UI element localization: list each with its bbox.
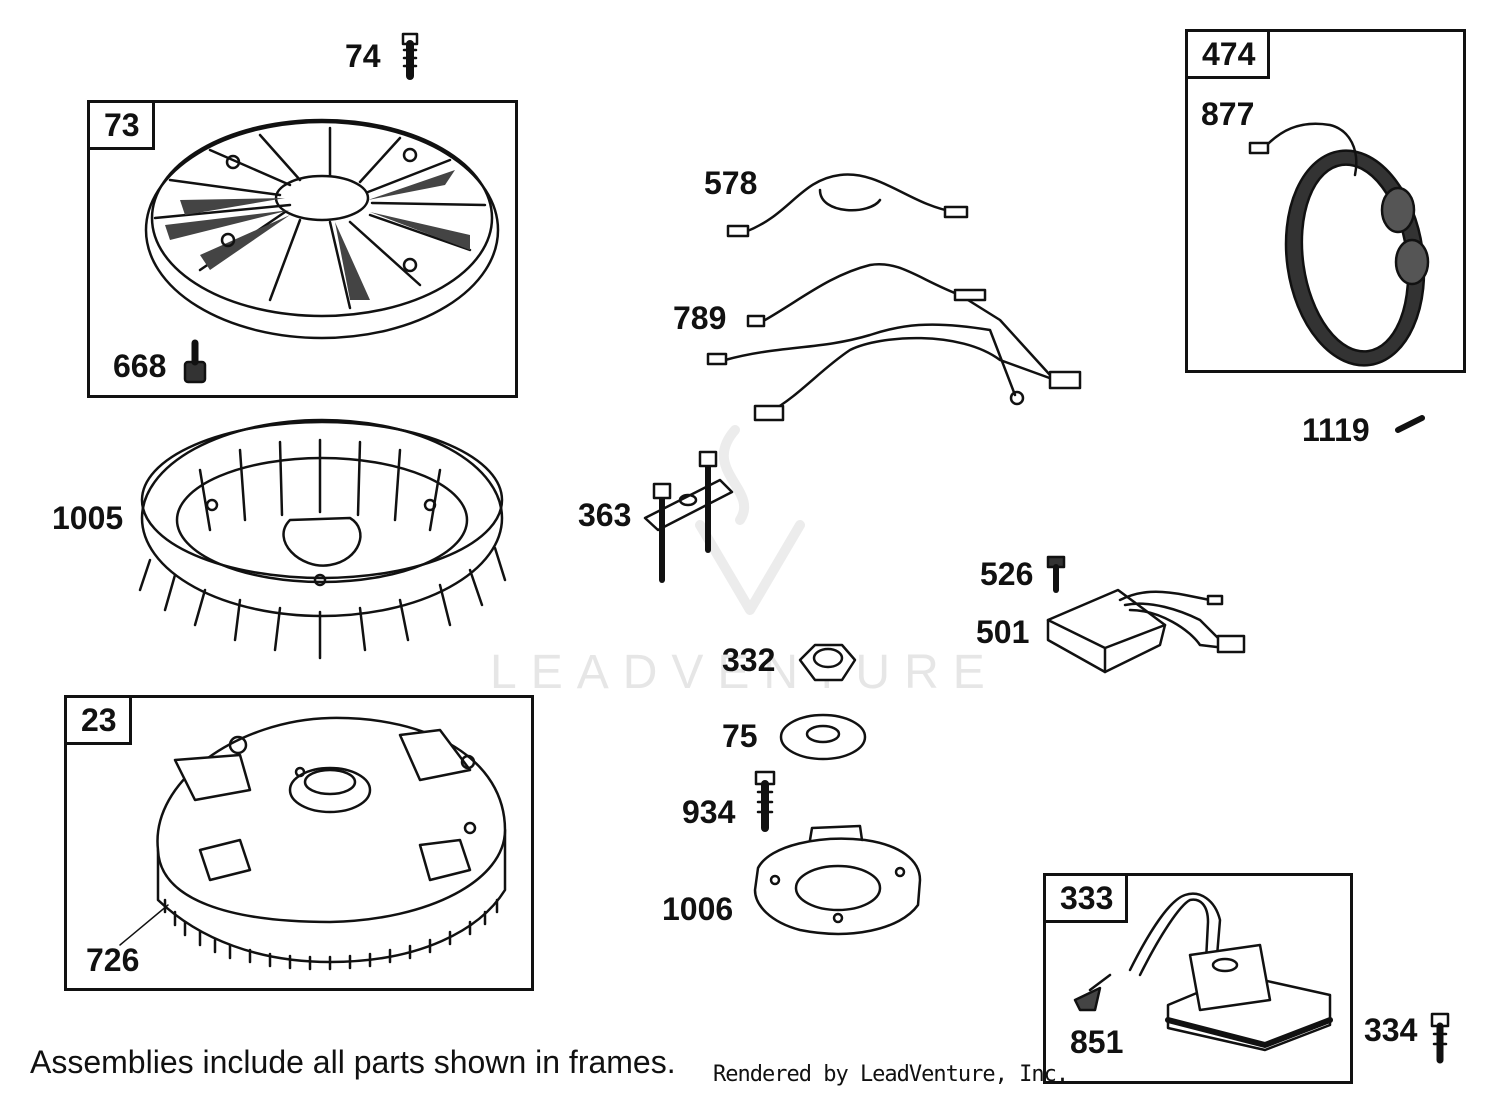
- part-label-75: 75: [722, 718, 758, 754]
- part-label-851: 851: [1070, 1024, 1124, 1060]
- watermark-text: LEADVENTURE: [490, 646, 999, 699]
- nut-332-icon: [798, 643, 857, 682]
- assembly-frame-474: 474: [1185, 29, 1466, 373]
- assembly-frame-73: 73: [87, 100, 518, 398]
- screw-526-icon: [1046, 555, 1066, 593]
- part-label-668: 668: [113, 348, 167, 384]
- flywheel-icon: [119, 716, 507, 971]
- voltage-regulator-icon: [1046, 588, 1246, 674]
- part-label-877: 877: [1201, 96, 1255, 132]
- bolt-74-icon: [401, 32, 419, 80]
- screw-1119-icon: [1395, 415, 1425, 433]
- part-label-332: 332: [722, 642, 776, 678]
- wire-harness-789-icon: [706, 262, 1082, 422]
- part-label-363: 363: [578, 497, 632, 533]
- bolt-934-icon: [754, 770, 776, 832]
- stator-ring-icon: [1248, 122, 1430, 367]
- assembly-tag-23: 23: [64, 695, 132, 745]
- bracket-363-icon: [643, 450, 734, 583]
- assembly-footnote: Assemblies include all parts shown in fr…: [30, 1044, 676, 1080]
- part-label-1006: 1006: [662, 891, 734, 927]
- bolt-334-icon: [1430, 1012, 1450, 1064]
- wire-578-icon: [726, 173, 969, 238]
- washer-75-icon: [779, 713, 867, 761]
- starter-cup-icon: [753, 824, 922, 936]
- flywheel-screen-icon: [144, 118, 500, 340]
- assembly-frame-333: 333: [1043, 873, 1353, 1084]
- assembly-frame-23: 23: [64, 695, 534, 991]
- part-label-789: 789: [673, 300, 727, 336]
- screw-668-icon: [183, 339, 207, 384]
- part-label-726: 726: [86, 942, 140, 978]
- assembly-tag-333: 333: [1043, 873, 1129, 923]
- part-label-334: 334: [1364, 1012, 1418, 1048]
- part-label-934: 934: [682, 794, 736, 830]
- render-credit: Rendered by LeadVenture, Inc.: [713, 1062, 1069, 1087]
- assembly-tag-474: 474: [1185, 29, 1271, 79]
- ignition-coil-icon: [1073, 892, 1333, 1052]
- part-label-1119: 1119: [1302, 412, 1370, 448]
- assembly-tag-73: 73: [87, 100, 155, 150]
- cooling-fan-icon: [138, 418, 507, 660]
- part-label-1005: 1005: [52, 500, 124, 536]
- part-label-74: 74: [345, 38, 381, 74]
- part-label-501: 501: [976, 614, 1030, 650]
- part-label-578: 578: [704, 165, 758, 201]
- watermark-logo-icon: [695, 425, 805, 615]
- part-label-526: 526: [980, 556, 1034, 592]
